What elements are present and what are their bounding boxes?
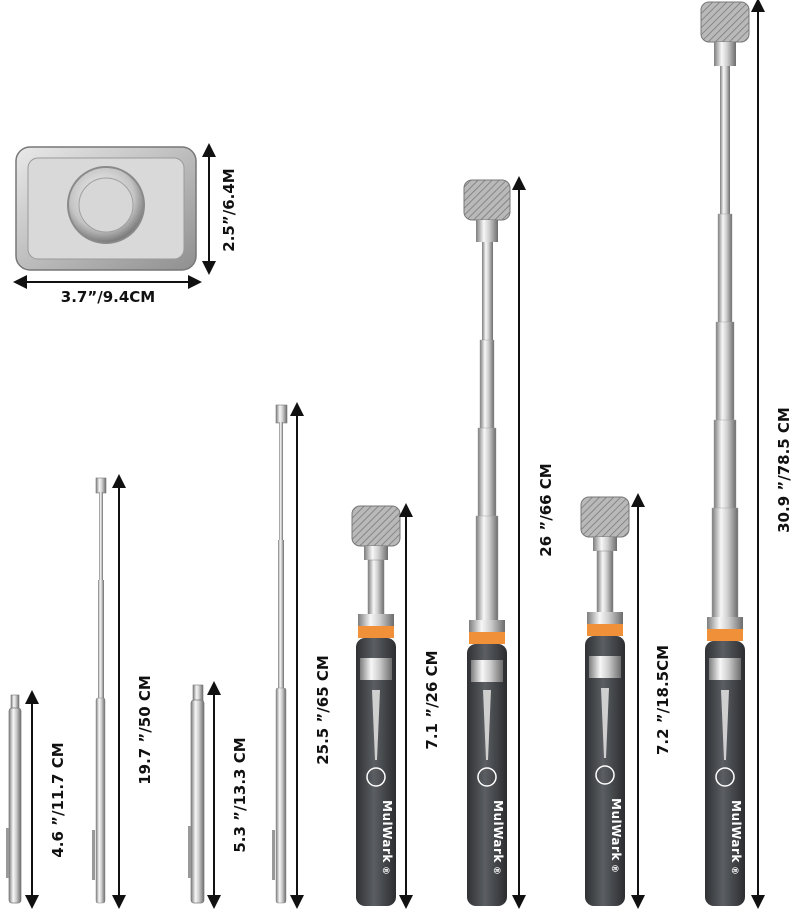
wand-1-extended-label: 26 ”/66 CM: [537, 463, 555, 556]
pen-small-2-extended: [272, 404, 288, 904]
pen-small-1-extended-label: 19.7 ”/50 CM: [136, 675, 154, 785]
wand-1-extended-brand: MulWark: [491, 800, 505, 863]
tray-width-label: 3.7”/9.4CM: [61, 288, 155, 306]
wand-1-extended-mark: ®: [491, 866, 501, 876]
wand-1-label: 7.1 ”/26 CM: [423, 650, 441, 749]
wand-2-mark: ®: [609, 864, 619, 874]
tray-height-label: 2.5”/6.4M: [220, 168, 238, 251]
pen-small-1-label: 4.6 ”/11.7 CM: [49, 742, 67, 857]
pen-small-2-label: 5.3 ”/13.3 CM: [231, 737, 249, 852]
pen-small-1-collapsed: [6, 694, 22, 904]
wand-2-label: 7.2 ”/18.5CM: [654, 645, 672, 755]
wand-2-collapsed: MulWark ®: [580, 496, 630, 906]
wand-1-collapsed: MulWark ®: [351, 505, 401, 906]
wand-2-extended-mark: ®: [729, 866, 739, 876]
pen-small-2-collapsed: [188, 684, 205, 904]
wand-2-extended-brand: MulWark: [729, 800, 743, 863]
pen-small-2-extended-label: 25.5 ”/65 CM: [314, 655, 332, 765]
wand-2-extended: MulWark ®: [700, 1, 750, 906]
wand-2-extended-label: 30.9 ”/78.5 CM: [775, 407, 793, 533]
wand-1-mark: ®: [380, 866, 390, 876]
pen-small-1-extended: [92, 477, 107, 904]
wand-1-brand: MulWark: [380, 800, 394, 863]
magnetic-tray: [15, 146, 197, 271]
wand-1-extended: MulWark ®: [463, 179, 511, 906]
wand-2-brand: MulWark: [609, 798, 623, 861]
